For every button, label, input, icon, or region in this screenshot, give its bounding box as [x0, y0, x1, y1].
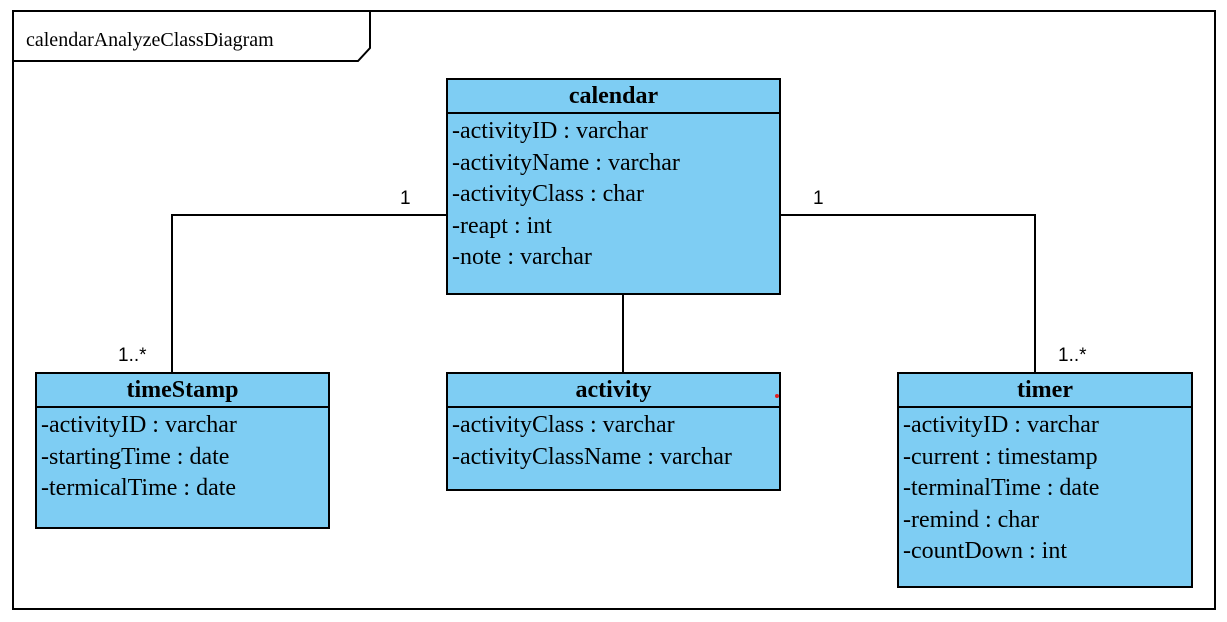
- attribute: -note : varchar: [452, 244, 592, 270]
- class-name: timer: [899, 374, 1191, 408]
- attribute-list: -activityClass : varchar -activityClassN…: [448, 408, 779, 473]
- frame-title-tab: [12, 10, 371, 62]
- diagram-frame: [12, 10, 1216, 610]
- association-calendar-timer: [779, 214, 1036, 372]
- attribute: -activityClass : varchar: [452, 412, 675, 438]
- class-name: timeStamp: [37, 374, 328, 408]
- multiplicity-calendar-timestamp-target: 1..*: [118, 345, 147, 366]
- multiplicity-calendar-timer-source: 1: [813, 188, 824, 209]
- attribute: -startingTime : date: [41, 443, 230, 470]
- attribute-list: -activityID : varchar -startingTime : da…: [37, 408, 328, 505]
- attribute: -current : timestamp: [903, 443, 1098, 470]
- attribute: -remind : char: [903, 506, 1039, 533]
- class-activity[interactable]: activity -activityClass : varchar -activ…: [446, 372, 781, 491]
- attribute: -reapt : int: [452, 212, 552, 239]
- class-name: calendar: [448, 80, 779, 114]
- attribute: -terminalTime : date: [903, 475, 1100, 501]
- attribute: -activityID : varchar: [452, 118, 648, 144]
- attribute: -countDown : int: [903, 538, 1067, 564]
- attribute: -activityClassName : varchar: [452, 443, 732, 470]
- association-calendar-timestamp: [171, 214, 447, 372]
- multiplicity-calendar-timer-target: 1..*: [1058, 345, 1087, 366]
- attribute: -activityName : varchar: [452, 149, 680, 176]
- class-calendar[interactable]: calendar -activityID : varchar -activity…: [446, 78, 781, 295]
- class-timer[interactable]: timer -activityID : varchar -current : t…: [897, 372, 1193, 588]
- red-marker-dot: [775, 394, 779, 398]
- class-name: activity: [448, 374, 779, 408]
- attribute: -activityID : varchar: [41, 412, 237, 438]
- multiplicity-calendar-timestamp-source: 1: [400, 188, 411, 209]
- diagram-title: calendarAnalyzeClassDiagram: [26, 29, 274, 51]
- attribute: -activityID : varchar: [903, 412, 1099, 438]
- class-timestamp[interactable]: timeStamp -activityID : varchar -startin…: [35, 372, 330, 529]
- attribute-list: -activityID : varchar -activityName : va…: [448, 114, 779, 274]
- attribute: -activityClass : char: [452, 181, 644, 207]
- attribute-list: -activityID : varchar -current : timesta…: [899, 408, 1191, 568]
- attribute: -termicalTime : date: [41, 475, 237, 501]
